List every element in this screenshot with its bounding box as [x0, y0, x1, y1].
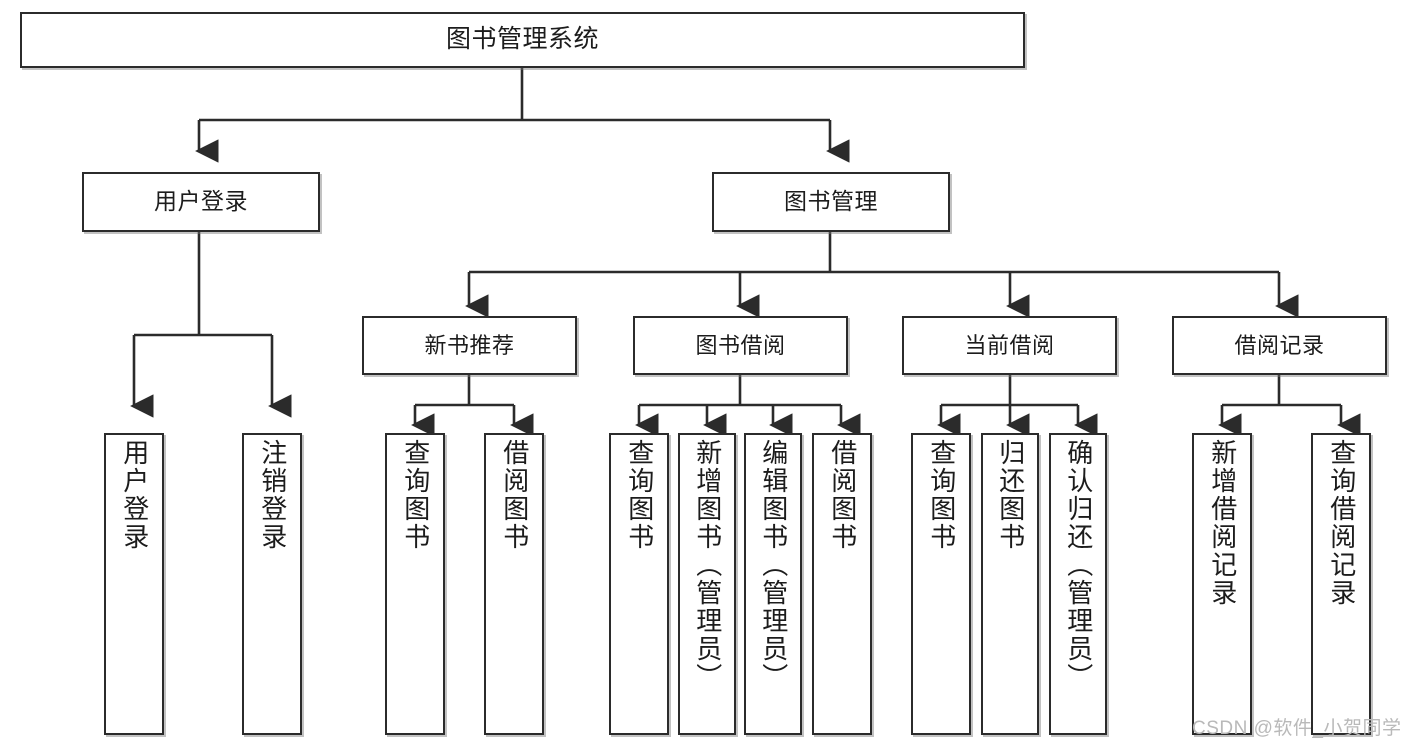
leaf-edit-book-admin[interactable]: 编辑图书（管理员）: [744, 433, 802, 735]
node-book-management[interactable]: 图书管理: [712, 172, 950, 232]
leaf-borrow-book[interactable]: 借阅图书: [812, 433, 872, 735]
leaf-query-book-borrow[interactable]: 查询图书: [609, 433, 669, 735]
node-current-borrow[interactable]: 当前借阅: [902, 316, 1117, 375]
node-label: 用户登录: [154, 188, 248, 215]
csdn-watermark: CSDN @软件_小贺同学: [1192, 718, 1402, 739]
node-label: 注销登录: [257, 439, 288, 551]
leaf-query-borrow-record[interactable]: 查询借阅记录: [1311, 433, 1371, 735]
node-label: 当前借阅: [964, 332, 1055, 358]
node-label: 查询图书: [624, 439, 655, 551]
node-new-book-recommend[interactable]: 新书推荐: [362, 316, 577, 375]
node-book-borrow[interactable]: 图书借阅: [633, 316, 848, 375]
node-label: 新增借阅记录: [1207, 439, 1238, 607]
node-label: 查询图书: [400, 439, 431, 551]
leaf-logout[interactable]: 注销登录: [242, 433, 302, 735]
node-borrow-record[interactable]: 借阅记录: [1172, 316, 1387, 375]
leaf-return-book[interactable]: 归还图书: [981, 433, 1039, 735]
node-user-login[interactable]: 用户登录: [82, 172, 320, 232]
leaf-user-login[interactable]: 用户登录: [104, 433, 164, 735]
node-label: 用户登录: [119, 439, 150, 551]
node-label: 图书管理: [784, 188, 878, 215]
node-label: 查询借阅记录: [1326, 439, 1357, 607]
leaf-borrow-book-recommend[interactable]: 借阅图书: [484, 433, 544, 735]
node-label: 借阅记录: [1234, 332, 1325, 358]
leaf-add-book-admin[interactable]: 新增图书（管理员）: [678, 433, 736, 735]
node-label: 借阅图书: [827, 439, 858, 551]
node-label: 编辑图书（管理员）: [758, 439, 789, 691]
leaf-query-book-current[interactable]: 查询图书: [911, 433, 971, 735]
node-label: 图书借阅: [695, 332, 786, 358]
node-label: 确认归还（管理员）: [1063, 439, 1094, 691]
node-label: 归还图书: [995, 439, 1026, 551]
node-label: 新增图书（管理员）: [692, 439, 723, 691]
node-label: 图书管理系统: [445, 25, 599, 54]
leaf-confirm-return-admin[interactable]: 确认归还（管理员）: [1049, 433, 1107, 735]
node-label: 查询图书: [926, 439, 957, 551]
node-label: 借阅图书: [499, 439, 530, 551]
leaf-query-book-recommend[interactable]: 查询图书: [385, 433, 445, 735]
node-root-book-management-system[interactable]: 图书管理系统: [20, 12, 1025, 68]
node-label: 新书推荐: [424, 332, 515, 358]
leaf-add-borrow-record[interactable]: 新增借阅记录: [1192, 433, 1252, 735]
